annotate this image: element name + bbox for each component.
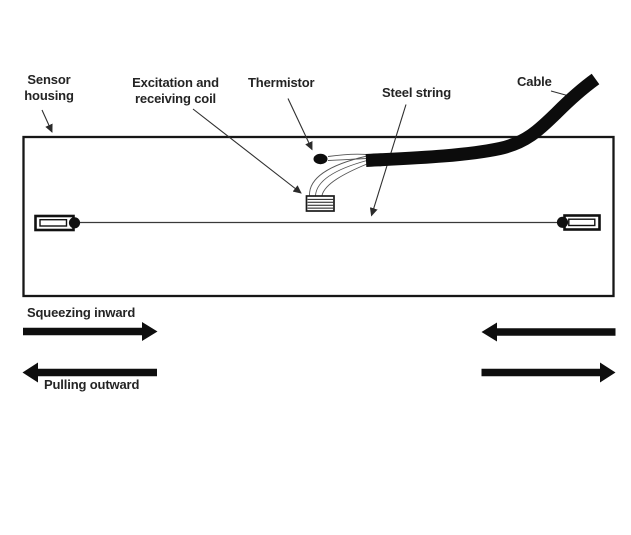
excitation-coil-label-line2: receiving coil (135, 91, 216, 106)
cable-label: Cable (517, 74, 552, 89)
left-anchor (34, 214, 81, 232)
coil-leader (192, 108, 302, 194)
squeezing-inward-label: Squeezing inward (27, 305, 136, 320)
right-anchor (556, 214, 601, 231)
cable-curve (365, 73, 600, 167)
thermistor-dot (313, 153, 328, 165)
sensor-housing-leader (41, 109, 53, 133)
sensor-housing-label: Sensor housing (20, 72, 78, 104)
steel-string-label: Steel string (382, 85, 451, 100)
squeeze-right-arrow (481, 322, 616, 342)
sensor-wires (309, 153, 368, 196)
thermistor-leader (287, 98, 313, 151)
sensor-housing-label-line2: housing (24, 88, 74, 103)
sensor-housing-outline (22, 135, 615, 298)
coil (305, 195, 335, 212)
pulling-outward-label: Pulling outward (44, 377, 140, 392)
sensor-housing-label-line1: Sensor (27, 72, 71, 87)
excitation-coil-label: Excitation and receiving coil (128, 75, 223, 107)
pull-left-arrow (22, 362, 157, 383)
squeeze-left-arrow (23, 322, 158, 341)
excitation-coil-label-line1: Excitation and (132, 75, 219, 90)
thermistor-label: Thermistor (248, 75, 315, 90)
pull-right-arrow (481, 362, 616, 383)
